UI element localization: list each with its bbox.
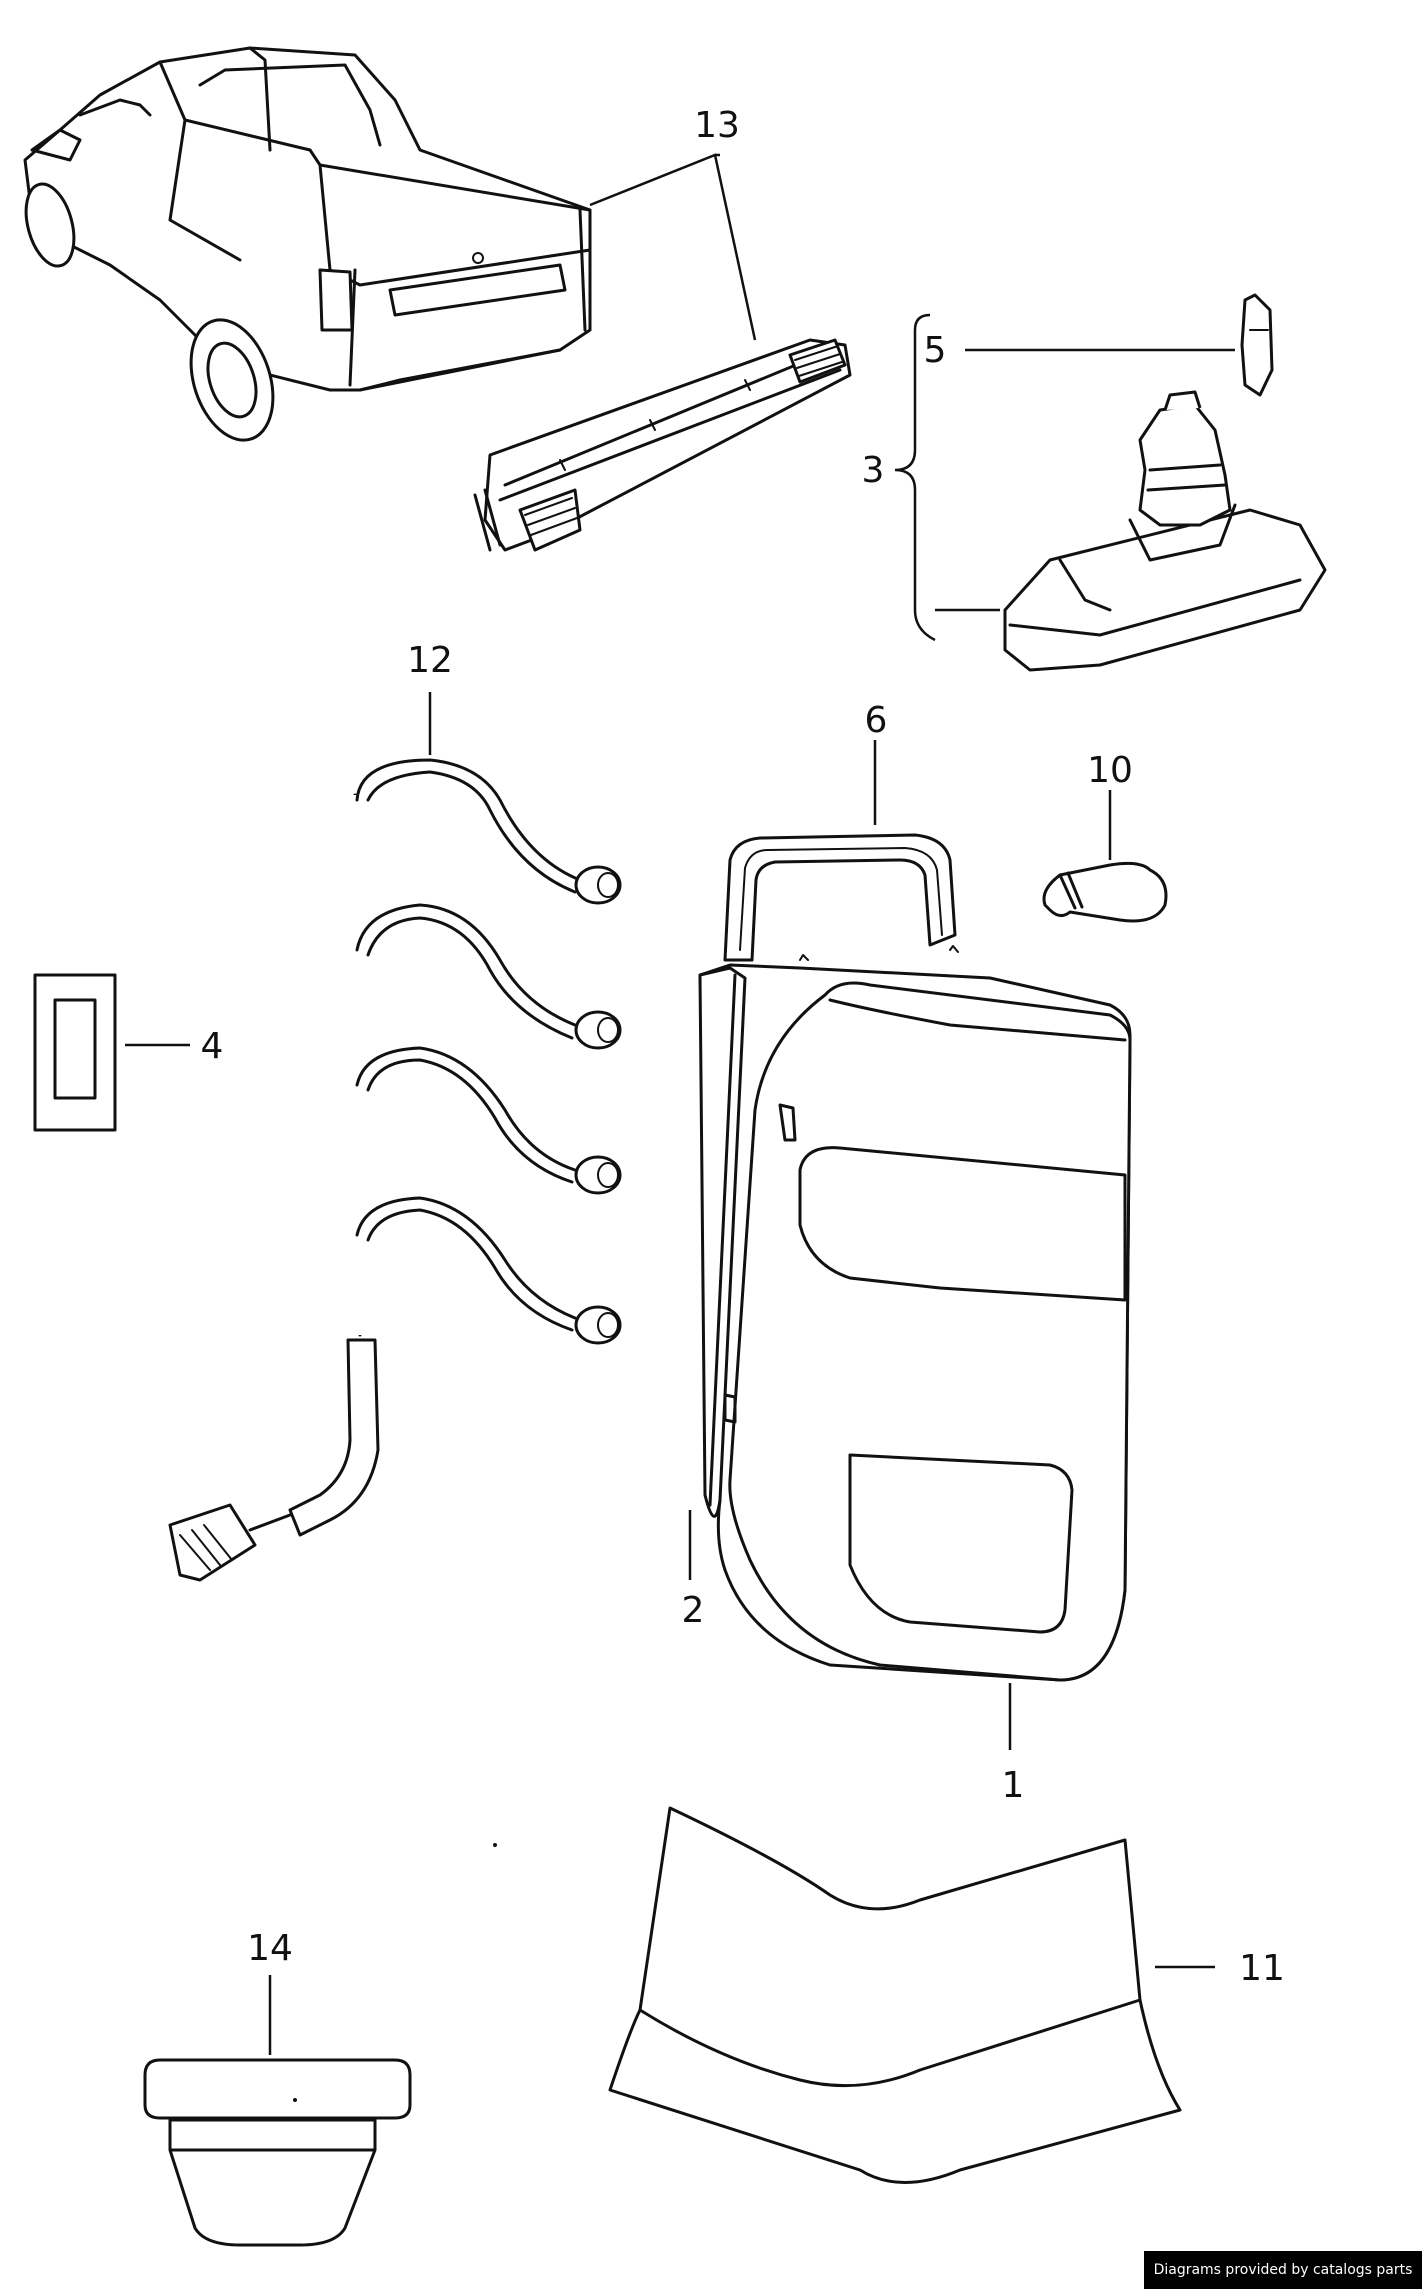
callout-12: 12 (407, 640, 453, 681)
callout-3: 3 (862, 450, 885, 491)
pickup-truck-illustration (23, 46, 592, 442)
callout-10: 10 (1087, 750, 1133, 791)
callout-11: 11 (1239, 1948, 1285, 1989)
callout-2: 2 (682, 1590, 705, 1631)
bracket-3 (894, 313, 936, 642)
callout-4: 4 (201, 1026, 224, 1067)
part-10-bulb (1042, 790, 1168, 923)
callout-1: 1 (1002, 1765, 1025, 1806)
credit-banner: Diagrams provided by catalogs parts (1144, 2251, 1422, 2289)
part-13-high-mount-brake-light (473, 153, 852, 552)
part-11-trim-cover (608, 1806, 1215, 2184)
speck (493, 1843, 497, 1847)
part-3-bulb-holder (1003, 293, 1327, 672)
callout-5: 5 (924, 330, 947, 371)
part-4-label (33, 973, 190, 1132)
part-14-grommet (143, 1975, 412, 2247)
part-6-gasket (723, 740, 957, 962)
callout-6: 6 (865, 700, 888, 741)
part-12-wiring-harness (168, 692, 622, 1582)
part-1-tail-lamp (688, 945, 1132, 1750)
callout-13: 13 (694, 105, 740, 146)
callout-14: 14 (247, 1928, 293, 1969)
